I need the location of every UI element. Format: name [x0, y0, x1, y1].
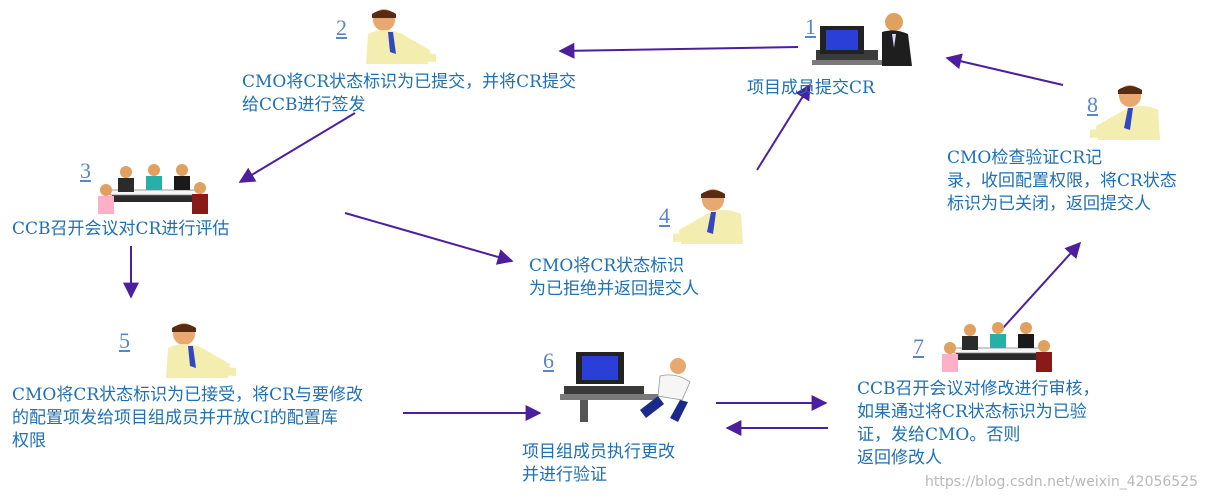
step-4-line-1: CMO将CR状态标识: [529, 256, 685, 276]
step-2-line-2: 给CCB进行签发: [242, 95, 366, 115]
arrow-8-to-1: [945, 53, 1064, 86]
step-5-line-1: CMO将CR状态标识为已接受，将CR与要修改: [12, 385, 363, 405]
step-3-number: 3: [80, 158, 91, 183]
step-4-number: 4: [659, 203, 670, 228]
step-3-meeting-icon: [98, 164, 208, 214]
step-7-line-1: CCB召开会议对修改进行审核，: [857, 379, 1100, 399]
watermark: https://blog.csdn.net/weixin_42056525: [925, 474, 1199, 490]
step-6-line-1: 项目组成员执行更改: [522, 442, 675, 462]
step-7-number: 7: [913, 334, 924, 359]
step-1-computer-person-icon: [812, 13, 912, 66]
step-2-line-1: CMO将CR状态标识为已提交，并将CR提交: [242, 72, 576, 92]
arrow-3-to-4: [344, 212, 514, 265]
step-5-line-3: 权限: [12, 431, 46, 451]
step-8-line-3: 标识为已关闭，返回提交人: [947, 194, 1151, 214]
step-6-line-2: 并进行验证: [522, 465, 607, 485]
arrow-2-to-3: [238, 112, 356, 183]
step-8-number: 8: [1087, 92, 1098, 117]
step-2-text: CMO将CR状态标识为已提交，并将CR提交 给CCB进行签发: [242, 71, 576, 117]
step-4-line-2: 为已拒绝并返回提交人: [529, 279, 699, 299]
step-2-businessman-icon: [366, 9, 436, 64]
step-7-line-4: 返回修改人: [857, 448, 942, 468]
step-5-businessman-icon: [166, 323, 236, 378]
step-1-line-1: 项目成员提交CR: [747, 78, 875, 98]
step-3-text: CCB召开会议对CR进行评估: [12, 218, 229, 241]
step-5-line-2: 的配置项发给项目组成员并开放CI的配置库: [12, 408, 338, 428]
arrow-4-to-1: [756, 83, 811, 171]
step-8-businessman-icon: [1090, 85, 1160, 140]
step-8-line-1: CMO检查验证CR记: [947, 148, 1103, 168]
step-6-number: 6: [543, 348, 554, 373]
step-6-text: 项目组成员执行更改 并进行验证: [522, 441, 675, 487]
step-5-text: CMO将CR状态标识为已接受，将CR与要修改 的配置项发给项目组成员并开放CI的…: [12, 384, 363, 453]
arrow-1-to-2: [558, 42, 799, 59]
step-8-line-2: 录，收回配置权限，将CR状态: [947, 171, 1177, 191]
arrow-7-to-8: [1002, 241, 1082, 329]
step-1-text: 项目成员提交CR: [747, 77, 875, 100]
step-7-line-2: 如果通过将CR状态标识为已验: [857, 402, 1087, 422]
step-4-businessman-icon: [673, 189, 743, 244]
step-2-number: 2: [336, 15, 347, 40]
step-7-meeting-icon: [942, 322, 1052, 372]
step-6-worker-at-computer-icon: [560, 352, 691, 422]
step-4-text: CMO将CR状态标识 为已拒绝并返回提交人: [529, 255, 699, 301]
step-7-line-3: 证，发给CMO。否则: [857, 425, 1021, 445]
step-8-text: CMO检查验证CR记 录，收回配置权限，将CR状态 标识为已关闭，返回提交人: [947, 147, 1177, 216]
step-1-number: 1: [805, 14, 816, 39]
step-7-text: CCB召开会议对修改进行审核， 如果通过将CR状态标识为已验 证，发给CMO。否…: [857, 378, 1100, 470]
step-3-line-1: CCB召开会议对CR进行评估: [12, 219, 230, 239]
step-5-number: 5: [119, 328, 130, 353]
